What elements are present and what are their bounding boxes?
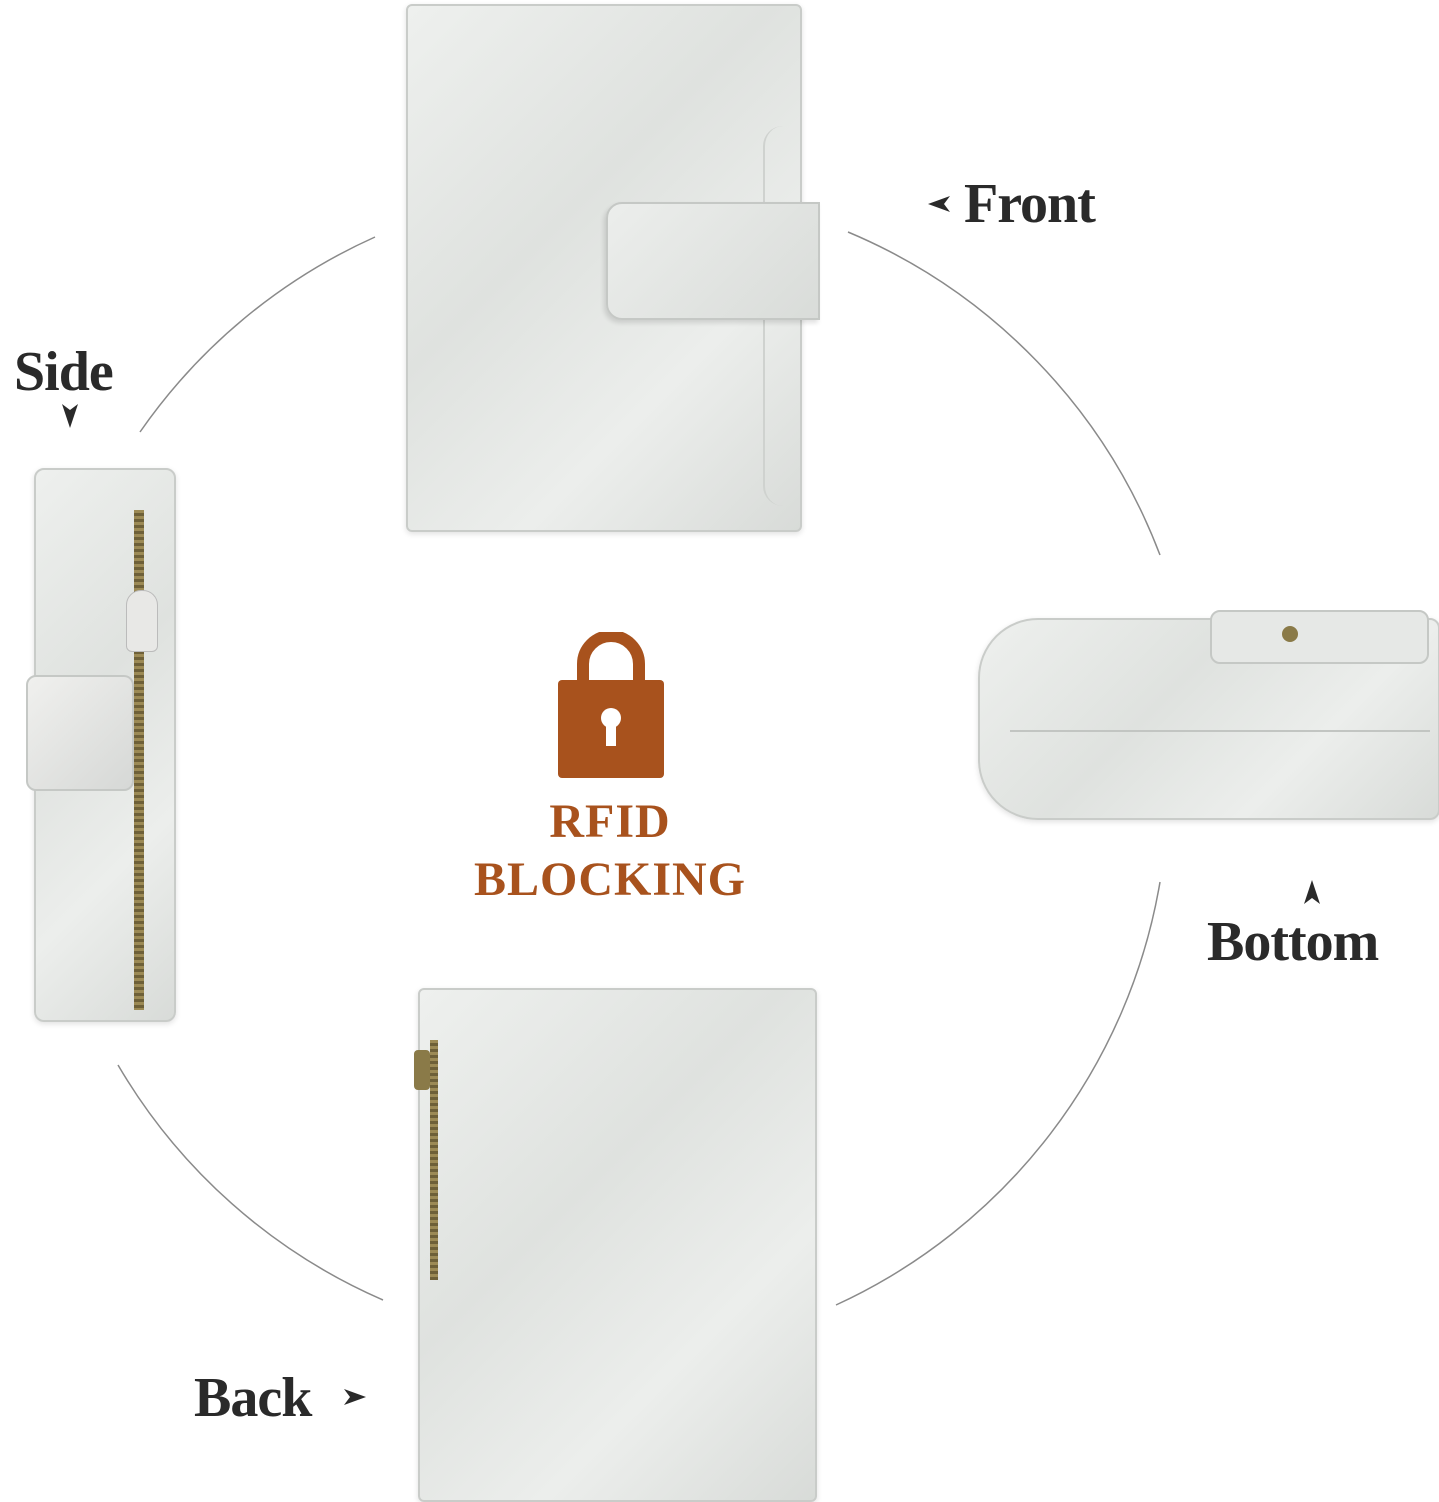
- wallet-bottom-image: [978, 610, 1439, 820]
- zipper: [430, 1040, 438, 1280]
- wallet-strap: [1210, 610, 1429, 664]
- fold-line: [1010, 730, 1430, 732]
- side-label: Side: [14, 341, 114, 403]
- wallet-strap: [606, 202, 820, 320]
- zipper-pull: [414, 1050, 430, 1090]
- rfid-label: RFID: [549, 795, 671, 848]
- arc-top-left: [139, 236, 376, 433]
- wallet-side-image: [26, 468, 176, 1022]
- front-label: Front: [964, 173, 1096, 235]
- arrow-up-icon: [1304, 880, 1320, 904]
- zipper: [134, 510, 144, 1010]
- back-label: Back: [194, 1367, 312, 1429]
- wallet-front-image: [406, 4, 820, 532]
- bottom-label: Bottom: [1207, 911, 1379, 973]
- arc-bottom-right: [835, 881, 1161, 1306]
- arc-bottom-left: [117, 1064, 384, 1301]
- arrow-down-icon: [62, 404, 78, 428]
- arrow-left-icon: [928, 196, 950, 212]
- padlock-icon: [558, 632, 664, 778]
- snap-button: [1282, 626, 1298, 642]
- zipper-pull-tab: [126, 590, 158, 652]
- arrow-right-icon: [344, 1389, 366, 1405]
- wallet-strap: [26, 675, 134, 791]
- wallet-back-image: [414, 988, 817, 1502]
- blocking-label: BLOCKING: [473, 853, 747, 906]
- arc-top-right: [847, 231, 1161, 556]
